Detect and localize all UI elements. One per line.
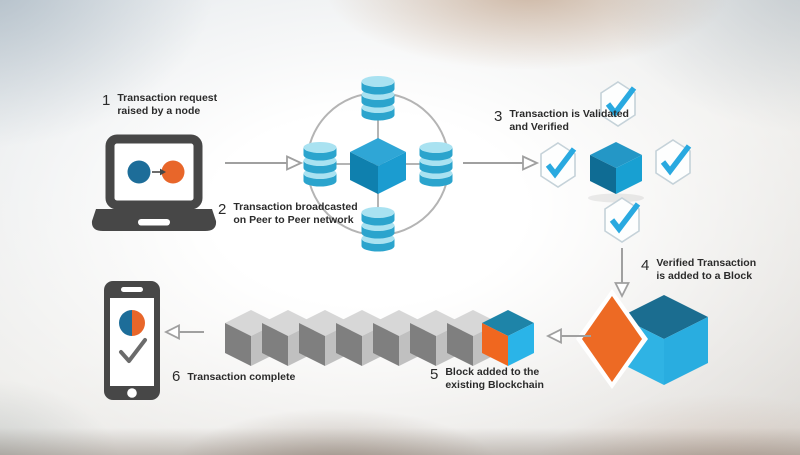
laptop-icon xyxy=(91,134,217,231)
step-2-label: 2 Transaction broadcasted on Peer to Pee… xyxy=(218,201,358,226)
step-6-label: 6 Transaction complete xyxy=(172,368,296,385)
step-4-text: Verified Transaction is added to a Block xyxy=(656,257,757,282)
peer-network-icon xyxy=(303,76,453,252)
step-6-text: Transaction complete xyxy=(187,370,296,383)
smartphone-icon xyxy=(104,281,160,400)
validation-badges-icon xyxy=(540,81,692,243)
check-badge-icon xyxy=(655,139,692,185)
check-badge-icon xyxy=(540,142,577,188)
block-cube-icon xyxy=(590,142,642,194)
flow-arrow-5-icon xyxy=(163,324,204,340)
step-1-text: Transaction request raised by a node xyxy=(117,92,218,117)
step-5-number: 5 xyxy=(430,366,439,383)
flow-arrow-3-icon xyxy=(614,248,630,299)
step-1-label: 1 Transaction request raised by a node xyxy=(102,92,217,117)
check-badge-icon xyxy=(600,81,637,127)
step-3-label: 3 Transaction is Validated and Verified xyxy=(494,108,629,133)
step-2-number: 2 xyxy=(218,201,227,218)
step-5-text: Block added to the existing Blockchain xyxy=(445,366,544,391)
flow-arrow-1-icon xyxy=(225,155,304,171)
home-button xyxy=(127,388,137,398)
step-6-number: 6 xyxy=(172,368,181,385)
pie-circle-icon xyxy=(119,310,145,336)
block-cube-icon xyxy=(350,138,406,194)
blockchain-cubes-icon xyxy=(225,310,534,366)
step-3-number: 3 xyxy=(494,108,503,125)
node-blue-dot xyxy=(127,160,151,184)
block-cube-part xyxy=(620,295,708,385)
database-icon xyxy=(303,142,337,187)
transfer-arrow-icon xyxy=(152,168,166,176)
node-orange-dot xyxy=(161,160,185,184)
flow-arrow-4-icon xyxy=(545,328,591,344)
database-icon xyxy=(361,76,395,121)
step-4-label: 4 Verified Transaction is added to a Blo… xyxy=(641,257,756,282)
flow-arrow-2-icon xyxy=(463,155,540,171)
database-icon xyxy=(419,142,453,187)
checkmark-icon xyxy=(119,338,147,363)
speaker-slot xyxy=(121,287,143,292)
step-2-text: Transaction broadcasted on Peer to Peer … xyxy=(233,201,358,226)
check-badge-icon xyxy=(604,197,641,243)
chain-cube-new-block xyxy=(482,310,534,366)
database-icon xyxy=(361,207,395,252)
step-4-number: 4 xyxy=(641,257,650,274)
step-3-text: Transaction is Validated and Verified xyxy=(509,108,629,133)
block-diamond-part xyxy=(582,296,642,382)
step-1-number: 1 xyxy=(102,92,111,109)
block-icon xyxy=(576,289,708,389)
step-5-label: 5 Block added to the existing Blockchain xyxy=(430,366,544,391)
